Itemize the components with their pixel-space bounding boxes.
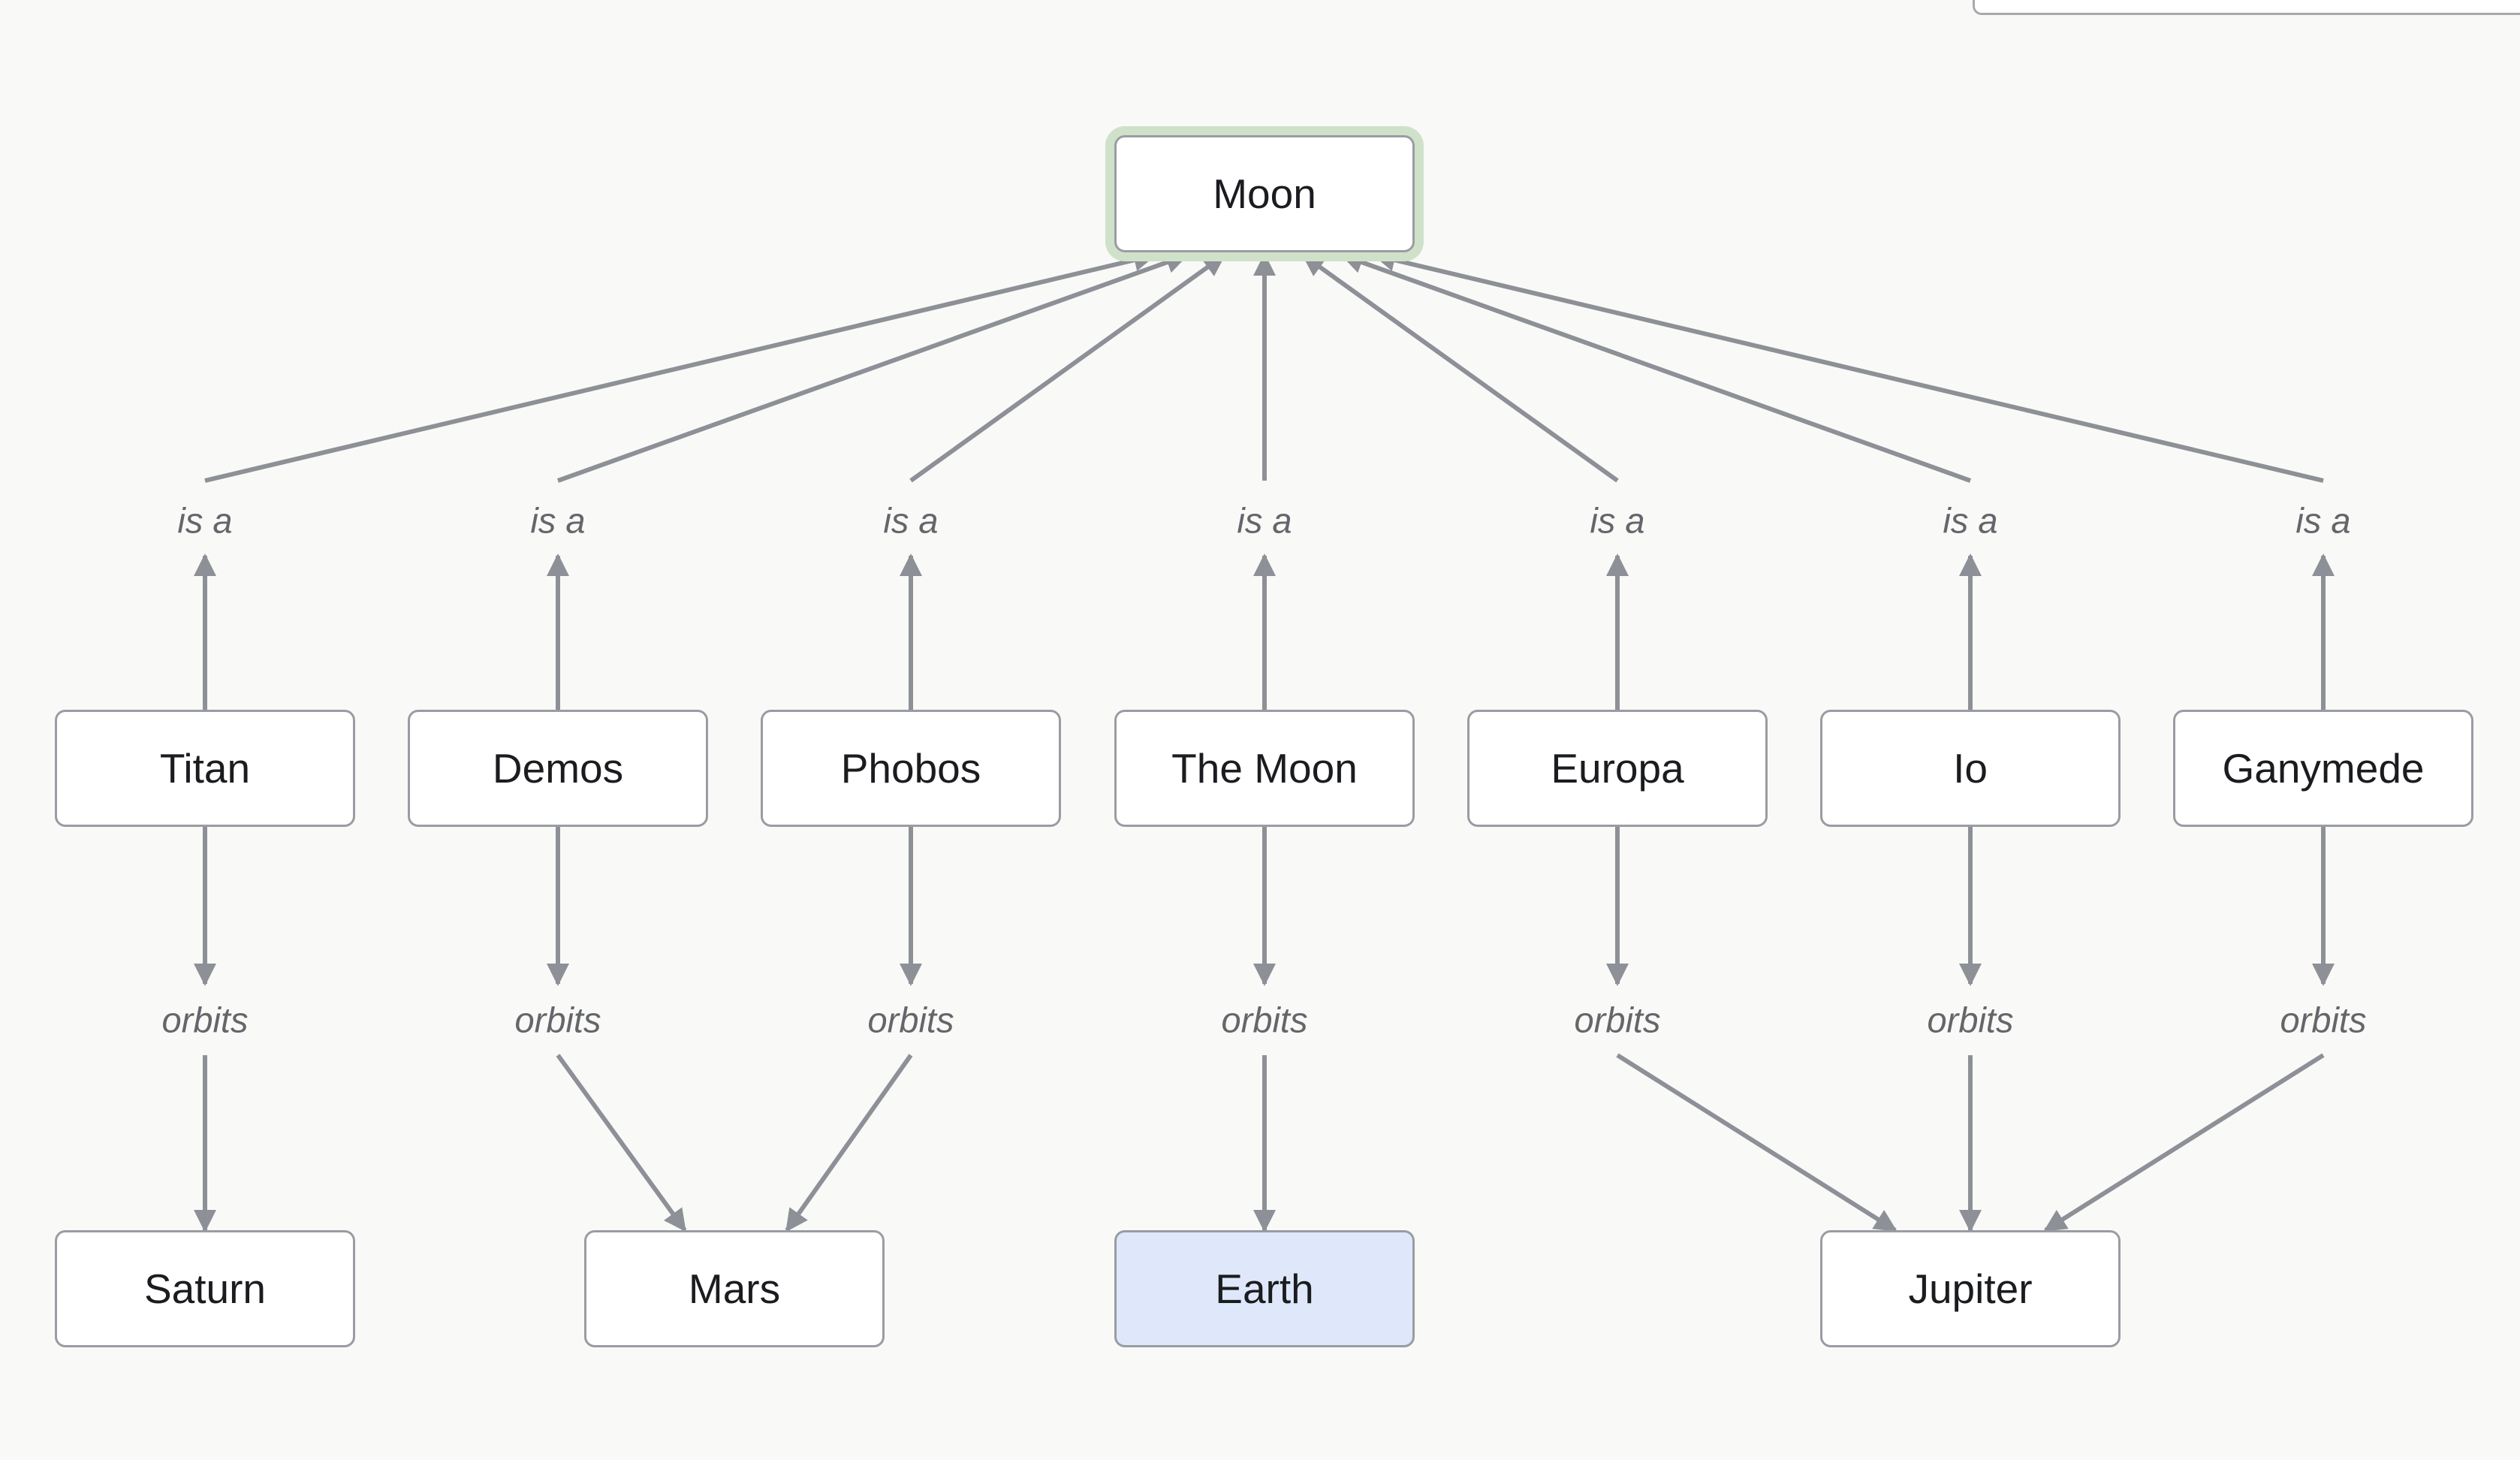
node-earth[interactable]: Earth — [1114, 1230, 1415, 1347]
edge-ganymede-orbits-to-jupiter — [2043, 1053, 2325, 1232]
node-io[interactable]: Io — [1820, 710, 2121, 827]
edge-ganymede-isa-to-moon — [1373, 249, 2324, 483]
node-jupiter[interactable]: Jupiter — [1820, 1230, 2121, 1347]
edge-europa-isa-to-moon — [1301, 253, 1619, 483]
relation-label-demos-isa: is a — [530, 500, 586, 541]
node-the-moon[interactable]: The Moon — [1114, 710, 1415, 827]
edge-demos-orbits-to-mars — [556, 1054, 687, 1232]
node-saturn[interactable]: Saturn — [55, 1230, 355, 1347]
node-demos[interactable]: Demos — [408, 710, 708, 827]
relation-label-europa-isa: is a — [1590, 500, 1645, 541]
node-europa[interactable]: Europa — [1467, 710, 1768, 827]
relation-label-themoon-isa: is a — [1237, 500, 1292, 541]
relation-label-phobos-orbits: orbits — [867, 1000, 954, 1040]
edge-titan-isa-to-moon — [204, 249, 1156, 483]
node-mars[interactable]: Mars — [584, 1230, 885, 1347]
corner-panel — [1973, 0, 2520, 15]
edge-phobos-isa-to-moon — [909, 253, 1226, 483]
node-titan[interactable]: Titan — [55, 710, 355, 827]
edge-io-isa-to-moon — [1340, 252, 1972, 483]
node-ganymede[interactable]: Ganymede — [2173, 710, 2473, 827]
relation-label-ganymede-isa: is a — [2295, 500, 2351, 541]
relation-label-ganymede-orbits: orbits — [2280, 1000, 2367, 1040]
relation-label-titan-isa: is a — [177, 500, 233, 541]
relation-label-demos-orbits: orbits — [514, 1000, 601, 1040]
node-moon[interactable]: Moon — [1114, 135, 1415, 252]
edge-europa-orbits-to-jupiter — [1616, 1053, 1898, 1232]
relation-label-io-isa: is a — [1943, 500, 1998, 541]
relation-label-themoon-orbits: orbits — [1221, 1000, 1308, 1040]
node-phobos[interactable]: Phobos — [761, 710, 1061, 827]
relation-label-europa-orbits: orbits — [1574, 1000, 1661, 1040]
edge-demos-isa-to-moon — [556, 251, 1189, 483]
relation-label-titan-orbits: orbits — [161, 1000, 249, 1040]
edge-phobos-orbits-to-mars — [785, 1054, 913, 1232]
relation-label-io-orbits: orbits — [1927, 1000, 2014, 1040]
relation-label-phobos-isa: is a — [883, 500, 939, 541]
